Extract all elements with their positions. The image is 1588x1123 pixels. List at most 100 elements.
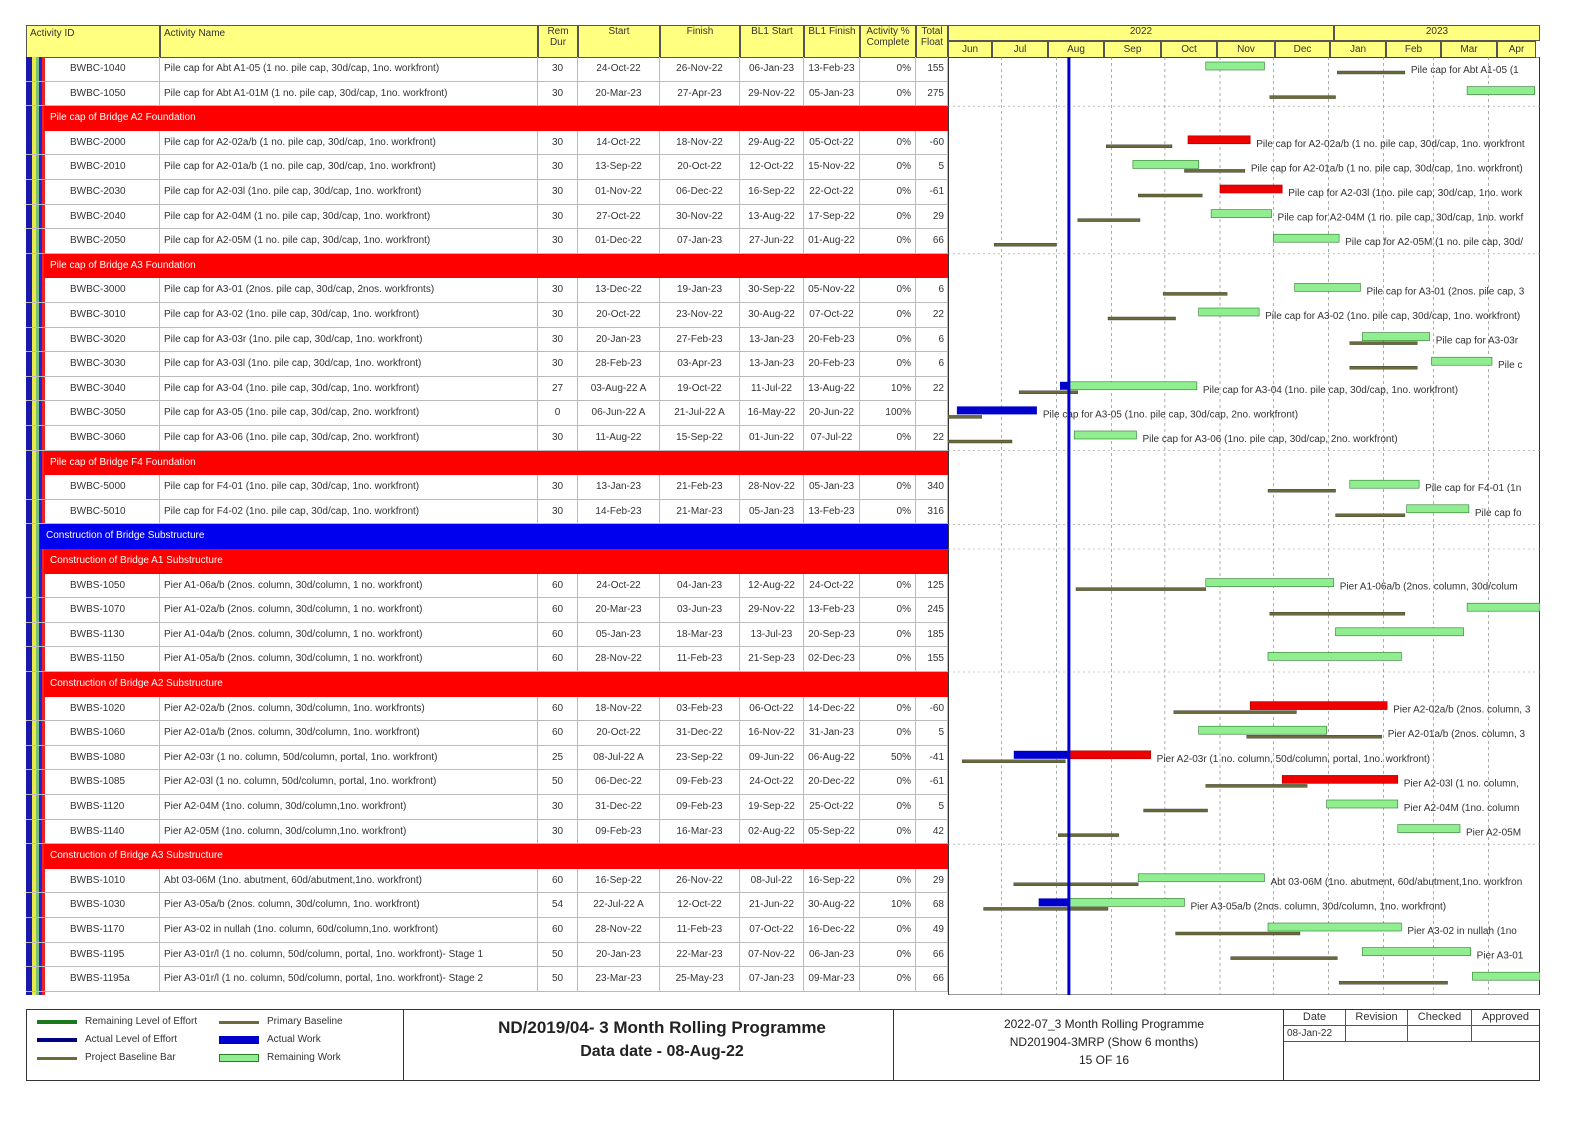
activity-id-cell: BWBC-3000 [44,278,160,302]
total-float-cell: 66 [916,942,948,967]
total-float-cell: 340 [916,475,948,499]
wbs-band[interactable]: Construction of Bridge A1 Substructure [44,549,948,574]
col-header-bl1-finish[interactable]: BL1 Finish [804,25,860,58]
finish-cell: 21-Mar-23 [660,499,740,524]
start-cell: 20-Oct-22 [578,303,660,327]
activity-id-cell: BWBC-3010 [44,303,160,327]
wbs-band[interactable]: Pile cap of Bridge F4 Foundation [44,450,948,476]
total-float-cell: 29 [916,204,948,229]
col-header-start[interactable]: Start [578,25,660,58]
bl1-finish-cell: 13-Feb-23 [804,57,860,81]
activity-id-cell: BWBC-2010 [44,155,160,179]
rem-dur-cell: 30 [538,81,578,106]
rem-dur-cell: 60 [538,622,578,647]
bl1-finish-cell: 13-Aug-22 [804,376,860,401]
rev-checked-value [1408,1026,1472,1042]
bl1-finish-cell: 05-Nov-22 [804,278,860,302]
bl1-finish-cell: 16-Sep-22 [804,868,860,893]
remaining-work-bar [1198,307,1260,317]
start-cell: 20-Mar-23 [578,81,660,106]
pct-complete-cell: 0% [860,81,916,106]
col-header-activity-id[interactable]: Activity ID [26,25,160,58]
activity-name-cell: Pier A1-05a/b (2nos. column, 30d/column,… [160,647,538,671]
total-float-cell: 125 [916,573,948,598]
pct-complete-cell: 0% [860,770,916,794]
activity-id-cell: BWBC-2030 [44,180,160,204]
footer-divider [1283,1010,1284,1080]
rem-dur-cell: 54 [538,893,578,917]
rem-dur-cell: 30 [538,499,578,524]
start-cell: 03-Aug-22 A [578,376,660,401]
baseline-bar [1162,292,1228,296]
col-header-total-float[interactable]: Total Float [916,25,948,58]
rev-header-approved: Approved [1472,1010,1539,1026]
wbs-band[interactable]: Construction of Bridge Substructure [40,524,948,549]
activity-name-cell: Pier A1-04a/b (2nos. column, 30d/column,… [160,622,538,647]
wbs-band[interactable]: Pile cap of Bridge A3 Foundation [44,253,948,279]
col-header-activity-name[interactable]: Activity Name [160,25,538,58]
wbs-band[interactable]: Construction of Bridge A3 Substructure [44,844,948,869]
finish-cell: 30-Nov-22 [660,204,740,229]
bar-label: Pile cap for Abt A1-05 (1 [1411,65,1519,76]
pct-complete-cell: 0% [860,696,916,721]
activity-id-cell: BWBC-2040 [44,204,160,229]
rem-dur-cell: 30 [538,180,578,204]
col-header-rem-dur[interactable]: Rem Dur [538,25,578,58]
bar-label: Pier A2-04M (1no. column [1404,803,1520,814]
wbs-band[interactable]: Pile cap of Bridge A2 Foundation [44,106,948,131]
remaining-work-bar [1267,922,1402,932]
remaining-work-bar [1273,233,1340,243]
start-cell: 31-Dec-22 [578,795,660,819]
wbs-band[interactable]: Construction of Bridge A2 Substructure [44,672,948,697]
start-cell: 14-Oct-22 [578,130,660,155]
critical-work-bar [1068,750,1151,760]
finish-cell: 11-Feb-23 [660,918,740,942]
col-header-finish[interactable]: Finish [660,25,740,58]
rem-dur-cell: 30 [538,327,578,352]
baseline-bar [1018,390,1078,394]
activity-id-cell: BWBC-5000 [44,475,160,499]
pct-complete-cell: 0% [860,57,916,81]
baseline-bar [1230,956,1338,960]
finish-cell: 07-Jan-23 [660,229,740,253]
bl1-start-cell: 21-Jun-22 [740,893,804,917]
pct-complete-cell: 0% [860,499,916,524]
col-header-bl1-start[interactable]: BL1 Start [740,25,804,58]
timescale-year-2023: 2023 [1334,25,1540,41]
col-header-pct-complete[interactable]: Activity % Complete [860,25,916,58]
legend-swatch-remaining-work [219,1054,259,1062]
bar-label: Pier A2-03l (1 no. column, [1404,778,1519,789]
bar-label: Pier A3-05a/b (2nos. column, 30d/column,… [1190,901,1446,912]
